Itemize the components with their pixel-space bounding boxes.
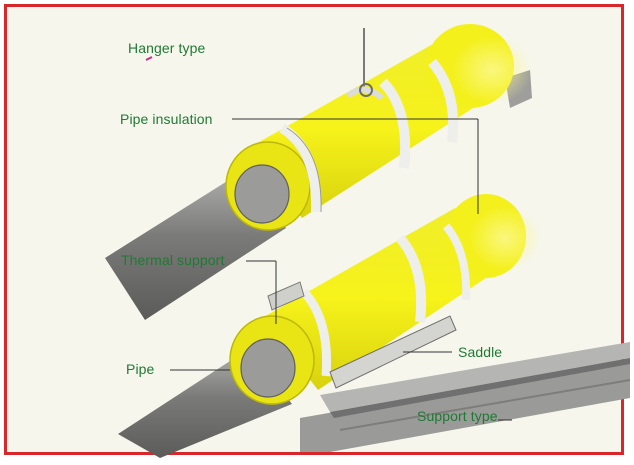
upper-pipe-assembly — [105, 24, 532, 320]
pipe-label: Pipe — [126, 361, 155, 377]
hanger-clamp — [346, 86, 384, 101]
annotation-mark — [145, 56, 153, 61]
support-type-label: Support type — [417, 408, 498, 424]
upper-pipe-end — [234, 164, 290, 224]
leader-lines — [170, 118, 512, 421]
saddle-label: Saddle — [458, 344, 503, 360]
lower-band — [396, 234, 427, 323]
support-beam-edge — [330, 358, 630, 418]
thermal-support-tab — [267, 281, 305, 311]
support-beams — [300, 342, 631, 452]
hanger-type-label: Hanger type — [128, 40, 206, 56]
support-beam-front — [300, 360, 630, 452]
lower-pipe-assembly — [118, 194, 541, 458]
thermal-support-label: Thermal support — [121, 252, 225, 268]
support-beam-top — [320, 342, 630, 412]
upper-band — [379, 78, 411, 169]
saddle — [329, 315, 457, 389]
lower-pipe-end — [240, 338, 296, 398]
pipe-insulation-label: Pipe insulation — [120, 111, 213, 127]
